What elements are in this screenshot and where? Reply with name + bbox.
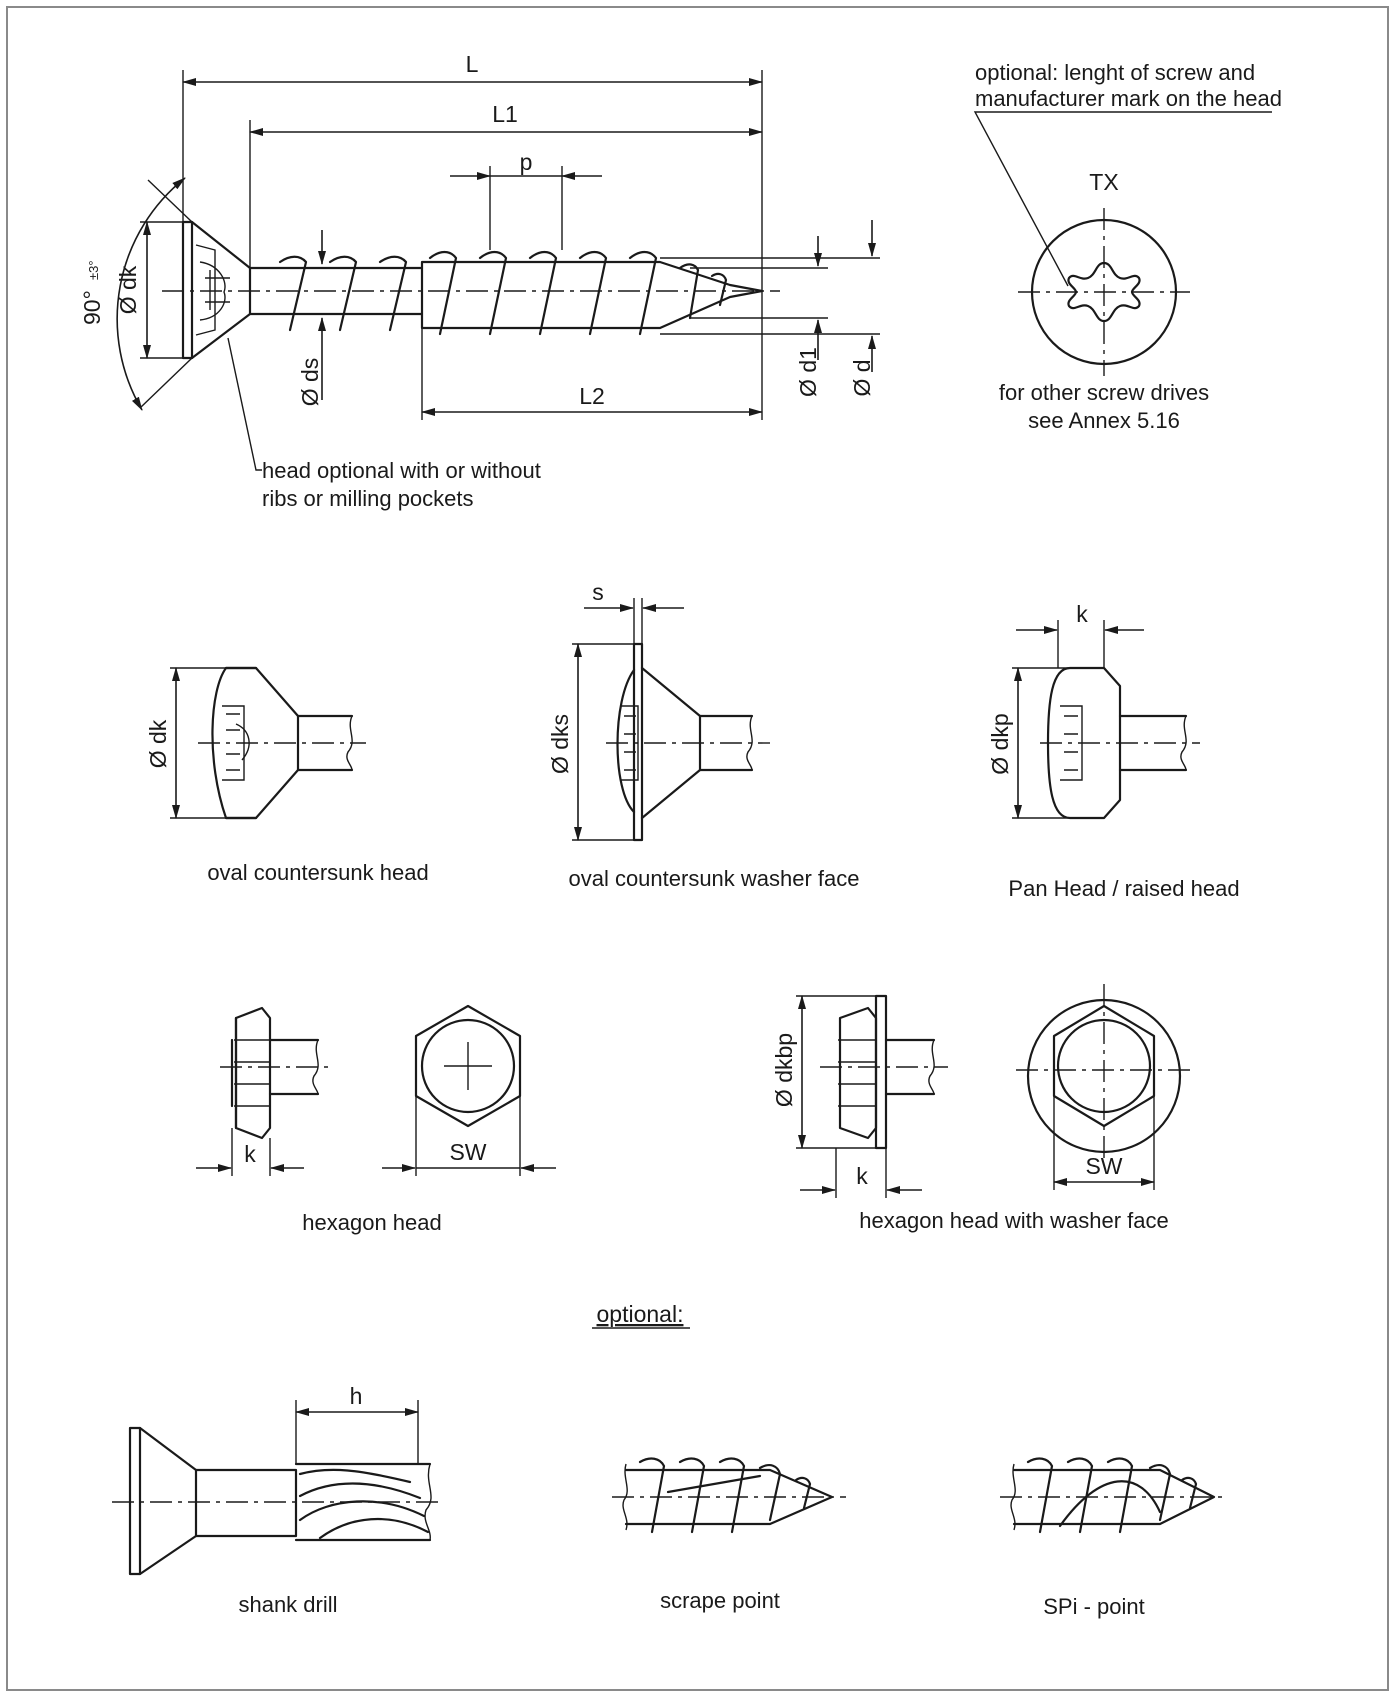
dim-L2: L2 [579,383,605,409]
hex-dim-k: k [244,1141,256,1167]
caption-spi-point: SPi - point [1043,1594,1145,1619]
drive-top-view: optional: lenght of screw and manufactur… [973,60,1282,433]
shank-drill-flutes [298,1468,430,1540]
hex-washer-dim-dkbp: Ø dkbp [771,1033,797,1107]
oval-washer-face-view: Ø dks s oval countersunk washer face [547,579,860,891]
caption-shank-drill: shank drill [238,1592,337,1617]
hexagon-washer-side-view: Ø dkbp k [771,994,948,1198]
pan-dim-k: k [1076,601,1088,627]
spi-point-view: SPi - point [1000,1457,1228,1619]
caption-hexagon-head: hexagon head [302,1210,441,1235]
caption-oval-washer-face: oval countersunk washer face [568,866,859,891]
oval-countersunk-head-view: Ø dk oval countersunk head [145,666,429,885]
drive-note-line1: optional: lenght of screw and [975,60,1255,85]
pan-dim-dkp: Ø dkp [987,713,1013,774]
main-screw-view: L L1 p L2 Ø dk 90° ±3° Ø ds Ø d1 [79,51,880,511]
dim-L1: L1 [492,101,518,127]
washer-dim-dks: Ø dks [547,714,573,774]
pan-head-view: Ø dkp k Pan Head / raised head [987,601,1240,901]
dim-angle-tolerance: ±3° [86,260,101,280]
torx-drive-icon [1067,261,1141,323]
dim-L: L [466,51,479,77]
head-note-line1: head optional with or without [262,458,541,483]
spi-point-thread [1026,1457,1198,1534]
dim-d: Ø d [849,359,875,396]
dim-p: p [520,149,533,175]
dim-d1: Ø d1 [795,347,821,397]
scrape-point-thread [638,1457,812,1534]
annex-line1: for other screw drives [999,380,1209,405]
optional-heading: optional: [597,1301,684,1327]
caption-hexagon-washer-face: hexagon head with washer face [859,1208,1168,1233]
caption-oval-countersunk-head: oval countersunk head [207,860,428,885]
scrape-point-view: scrape point [612,1457,846,1613]
hexagon-head-side-view: k [196,1006,330,1176]
shank-drill-view: h shank drill [112,1383,444,1617]
drive-label-tx: TX [1089,169,1118,195]
hex-dim-sw: SW [449,1139,486,1165]
dim-angle: 90° [79,290,105,325]
head-note-line2: ribs or milling pockets [262,486,474,511]
oval-head-dim-dk: Ø dk [145,719,171,768]
hex-washer-dim-sw: SW [1085,1153,1122,1179]
caption-pan-head: Pan Head / raised head [1008,876,1239,901]
annex-line2: see Annex 5.16 [1028,408,1180,433]
caption-scrape-point: scrape point [660,1588,780,1613]
hexagon-washer-top-view: SW [1016,984,1192,1190]
shank-dim-h: h [350,1383,363,1409]
main-thread [278,250,728,336]
dim-ds: Ø ds [297,358,323,407]
drawing-frame [6,6,1389,1691]
drive-note-line2: manufacturer mark on the head [975,86,1282,111]
hexagon-head-top-view: SW [382,1004,556,1176]
washer-dim-s: s [592,579,604,605]
hex-washer-dim-k: k [856,1163,868,1189]
